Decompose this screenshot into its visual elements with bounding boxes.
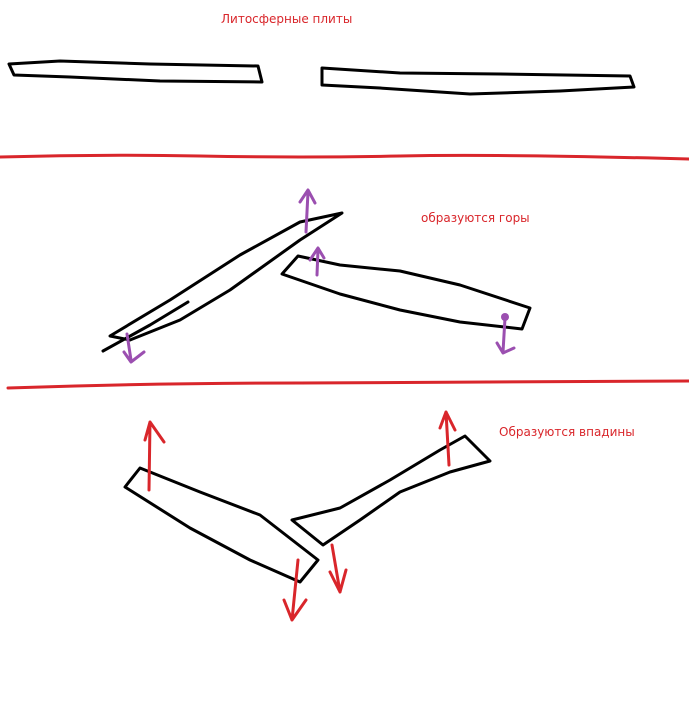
plate-lower-right [290,434,492,547]
plate-lower-left [123,466,320,584]
plate-overlap-line [101,300,190,353]
arrow-up-icon [438,410,457,467]
depressions-label: Образуются впадины [499,425,635,439]
arrow-down-icon [282,558,308,622]
arrow-down-icon [328,543,348,594]
divider-top [0,153,689,161]
arrow-up-icon [298,188,317,234]
plate-left [7,59,264,84]
arrow-down-icon [495,316,516,355]
arrow-up-icon [143,420,166,492]
divider-bottom [6,379,689,390]
plate-right [320,66,636,96]
mountains-label: образуются горы [421,211,530,225]
plate-tilted-left [108,211,344,342]
plate-tilted-right [280,254,532,331]
arrow-down-icon [122,332,146,364]
title-label: Литосферные плиты [221,12,353,26]
arrow-up-icon [308,246,326,277]
